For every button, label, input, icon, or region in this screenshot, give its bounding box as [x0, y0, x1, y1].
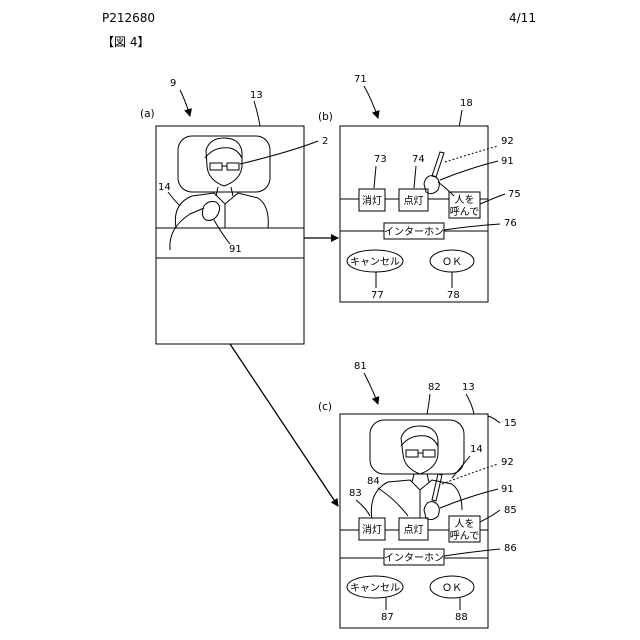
cancel-label-c: キャンセル	[350, 582, 400, 594]
ref-18: 18	[460, 98, 473, 109]
ref-91b: 91	[501, 156, 514, 167]
ref-arrow-71	[364, 86, 378, 118]
ref-86: 86	[504, 543, 517, 554]
ref-73: 73	[374, 154, 387, 165]
panel-c: 81 (c) 82 13 15 消灯 点灯 人を 呼んで	[318, 361, 517, 628]
ref-71: 71	[354, 74, 367, 85]
panel-c-tag: (c)	[318, 401, 332, 413]
lights-on-label-c: 点灯	[404, 524, 424, 536]
ref-75: 75	[508, 189, 521, 200]
document-id: P212680	[102, 11, 155, 25]
lights-off-label-b: 消灯	[362, 194, 382, 207]
ref-15: 15	[504, 418, 517, 429]
call-person-line2-b: 呼んで	[450, 206, 480, 218]
leader-15	[488, 416, 500, 423]
ref-92c: 92	[501, 457, 514, 468]
ref-92b: 92	[501, 136, 514, 147]
intercom-label-c: インターホン	[384, 552, 444, 564]
cancel-label-b: キャンセル	[350, 256, 400, 268]
leader-13a	[254, 101, 260, 126]
pillow-c	[370, 420, 464, 474]
arrow-a-to-c	[230, 344, 338, 506]
ref-87: 87	[381, 612, 394, 623]
lights-on-label-b: 点灯	[404, 195, 424, 207]
figure-title: 【図 4】	[102, 35, 149, 49]
panel-b: 71 (b) 18 消灯 点灯 人を 呼んで インターホン キャンセル ＯＫ 7…	[318, 74, 521, 302]
ref-84: 84	[367, 476, 380, 487]
ref-9: 9	[170, 78, 176, 89]
ref-14c: 14	[470, 444, 483, 455]
ok-label-c: ＯＫ	[442, 583, 462, 594]
page-number: 4/11	[509, 11, 536, 25]
ref-76: 76	[504, 218, 517, 229]
intercom-label-b: インターホン	[384, 226, 444, 238]
ref-77: 77	[371, 290, 384, 301]
ref-74: 74	[412, 154, 425, 165]
call-person-line2-c: 呼んで	[450, 530, 480, 542]
call-person-line1-c: 人を	[455, 518, 475, 530]
call-person-line1-b: 人を	[455, 194, 475, 206]
ref-78: 78	[447, 290, 460, 301]
ref-82: 82	[428, 382, 441, 393]
ref-91a: 91	[229, 244, 242, 255]
leader-13c	[466, 394, 474, 414]
panel-a: 9 (a) 13 2 14 91	[140, 78, 328, 344]
pillow	[178, 136, 270, 192]
ref-85: 85	[504, 505, 517, 516]
ref-arrow-81	[364, 373, 378, 404]
ref-91c: 91	[501, 484, 514, 495]
ref-arrow-9	[180, 90, 190, 116]
ref-2: 2	[322, 136, 328, 147]
lights-off-label-c: 消灯	[362, 523, 382, 536]
ref-13a: 13	[250, 90, 263, 101]
ref-81: 81	[354, 361, 367, 372]
ref-83: 83	[349, 488, 362, 499]
ref-88: 88	[455, 612, 468, 623]
panel-a-tag: (a)	[140, 108, 155, 120]
ref-13c: 13	[462, 382, 475, 393]
ok-label-b: ＯＫ	[442, 257, 462, 268]
ref-14a: 14	[158, 182, 171, 193]
panel-b-tag: (b)	[318, 111, 333, 123]
